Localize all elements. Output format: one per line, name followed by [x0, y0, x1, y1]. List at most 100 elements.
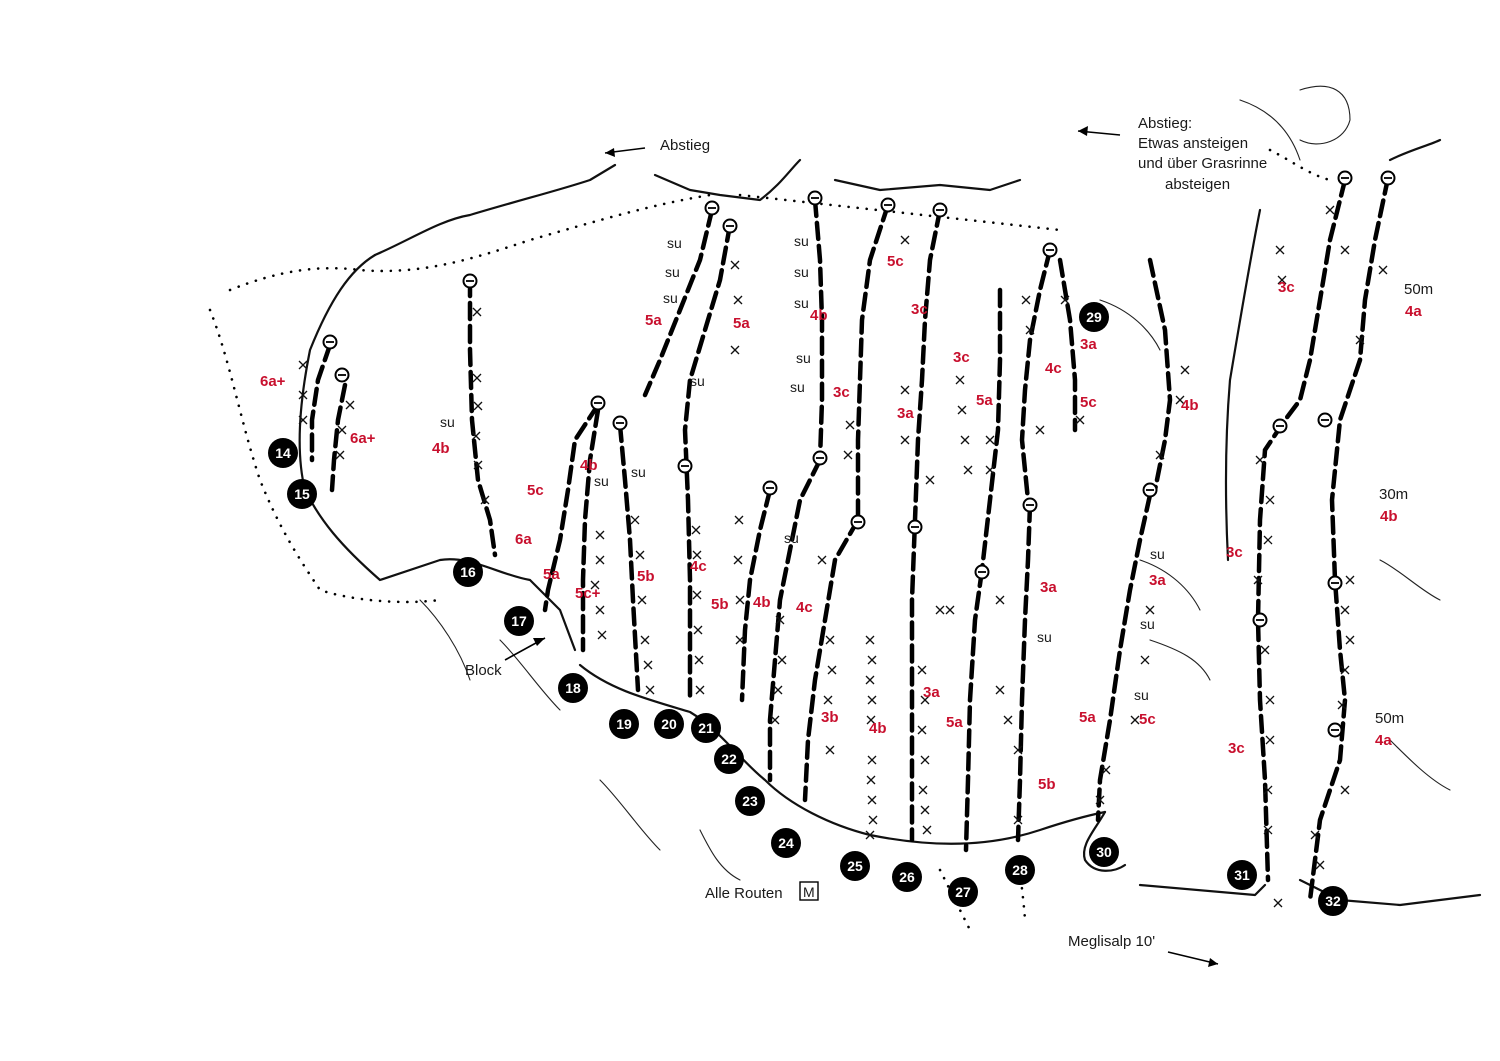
- grade-label: 3a: [1149, 572, 1166, 589]
- svg-text:15: 15: [294, 486, 310, 502]
- belay-anchor: [1327, 575, 1343, 591]
- bolt-x: [640, 635, 650, 645]
- svg-text:28: 28: [1012, 862, 1028, 878]
- bolt-x: [1013, 815, 1023, 825]
- bolt-x: [590, 580, 600, 590]
- bolt-x: [1260, 645, 1270, 655]
- bolt-x: [733, 555, 743, 565]
- all-routes-legend: Alle Routen M: [705, 881, 819, 902]
- route-15-marker: 15: [287, 479, 317, 509]
- bolt-x: [1263, 535, 1273, 545]
- bolt-x: [1340, 785, 1350, 795]
- bolt-x: [867, 655, 877, 665]
- bolt-x: [692, 550, 702, 560]
- bolt-x: [995, 595, 1005, 605]
- grade-label: 3a: [1080, 336, 1097, 353]
- bolt-x: [867, 695, 877, 705]
- bolt-x: [843, 450, 853, 460]
- meglisalp-group: Meglisalp 10': [1068, 933, 1219, 967]
- svg-text:27: 27: [955, 884, 971, 900]
- bolt-x: [1265, 735, 1275, 745]
- abstieg-right-line-1: Abstieg:: [1138, 115, 1192, 132]
- bolt-x: [955, 375, 965, 385]
- belay-anchor: [1337, 170, 1353, 186]
- bolt-x: [917, 725, 927, 735]
- descent-left: Abstieg: [604, 137, 710, 157]
- grade-label: 5a: [645, 312, 662, 329]
- bolt-x: [298, 415, 308, 425]
- belay-anchor: [1317, 412, 1333, 428]
- grade-label: 4b: [753, 594, 771, 611]
- grade-label: 4c: [690, 558, 707, 575]
- svg-text:su: su: [667, 235, 682, 251]
- bolt-x: [825, 745, 835, 755]
- bolt-x: [827, 665, 837, 675]
- bolt-x: [1060, 295, 1070, 305]
- bolt-x: [1337, 700, 1347, 710]
- grade-label: 5c: [1080, 394, 1097, 411]
- descent-right: Abstieg: Etwas ansteigen und über Grasri…: [1077, 115, 1267, 193]
- bolt-x: [595, 530, 605, 540]
- belay-anchor: [322, 334, 338, 350]
- bolt-x: [1345, 635, 1355, 645]
- bolt-x: [1273, 898, 1283, 908]
- pitch-length: 30m: [1379, 486, 1408, 503]
- grade-label: 4a: [1405, 303, 1422, 320]
- grade-label: 6a+: [350, 430, 376, 447]
- grade-label: 5c+: [575, 585, 601, 602]
- svg-text:su: su: [594, 473, 609, 489]
- grade-label: 4b: [810, 307, 828, 324]
- grade-label: 3c: [953, 349, 970, 366]
- svg-text:20: 20: [661, 716, 677, 732]
- bolt-x: [472, 373, 482, 383]
- svg-text:su: su: [631, 464, 646, 480]
- su-marks: su su su su su su su su su su su su su s…: [440, 233, 1165, 703]
- svg-text:29: 29: [1086, 309, 1102, 325]
- svg-text:su: su: [794, 233, 809, 249]
- bolt-x: [1253, 575, 1263, 585]
- route-14-marker: 14: [268, 438, 298, 468]
- grade-label: 3c: [833, 384, 850, 401]
- pitch-lengths: 50m 30m 50m: [1375, 281, 1433, 727]
- belay-anchor: [932, 202, 948, 218]
- svg-text:19: 19: [616, 716, 632, 732]
- bolt-x: [1003, 715, 1013, 725]
- bolt-x: [335, 450, 345, 460]
- route-28-marker: 28: [1005, 855, 1035, 885]
- bolt-x: [1025, 325, 1035, 335]
- svg-text:su: su: [665, 264, 680, 280]
- bolt-x: [865, 675, 875, 685]
- bolt-x: [730, 345, 740, 355]
- bolt-x: [730, 260, 740, 270]
- rock-outline: [298, 85, 1482, 907]
- bolt-x: [773, 685, 783, 695]
- svg-text:su: su: [796, 350, 811, 366]
- grade-label: 3b: [821, 709, 839, 726]
- bolt-x: [694, 655, 704, 665]
- svg-text:su: su: [690, 373, 705, 389]
- bolt-x: [1345, 575, 1355, 585]
- grade-label: 3a: [923, 684, 940, 701]
- belay-anchor: [850, 514, 866, 530]
- grade-label: 4b: [1181, 397, 1199, 414]
- bolt-x: [868, 815, 878, 825]
- bolt-x: [1378, 265, 1388, 275]
- belay-anchor: [807, 190, 823, 206]
- bolt-x: [693, 625, 703, 635]
- bolt-x: [985, 465, 995, 475]
- bolt-x: [917, 665, 927, 675]
- bolt-x: [920, 805, 930, 815]
- svg-text:22: 22: [721, 751, 737, 767]
- bolt-x: [1035, 425, 1045, 435]
- svg-text:su: su: [1150, 546, 1165, 562]
- route-20-marker: 20: [654, 709, 684, 739]
- svg-text:25: 25: [847, 858, 863, 874]
- bolt-x: [867, 755, 877, 765]
- belay-anchor: [1042, 242, 1058, 258]
- bolt-x: [770, 715, 780, 725]
- route-23-marker: 23: [735, 786, 765, 816]
- svg-text:su: su: [440, 414, 455, 430]
- bolt-x: [480, 495, 490, 505]
- grade-label: 4b: [432, 440, 450, 457]
